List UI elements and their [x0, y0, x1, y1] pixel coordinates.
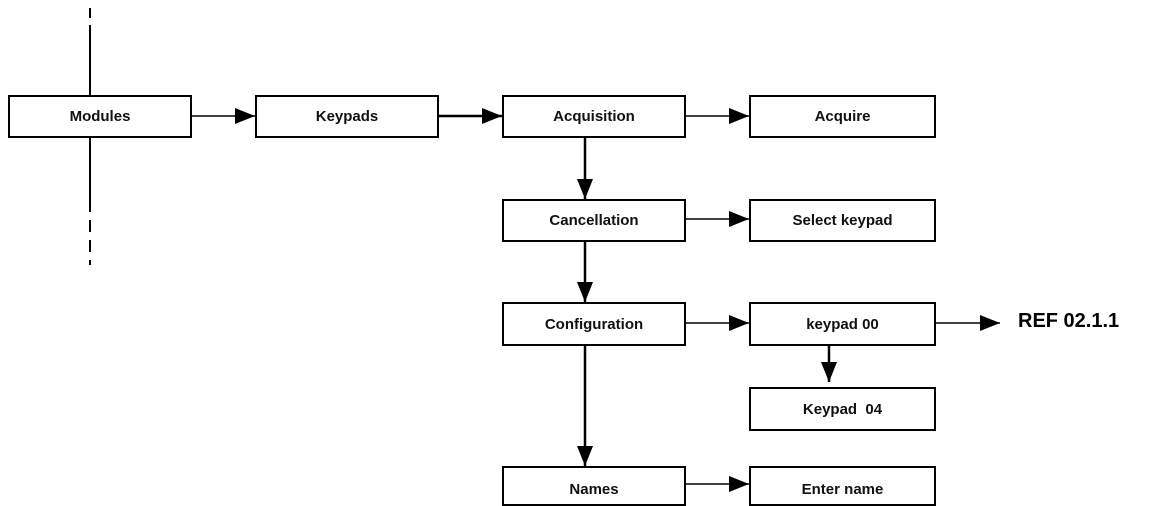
node-acquire: Acquire: [749, 95, 936, 138]
node-cancellation: Cancellation: [502, 199, 686, 242]
reference-label: REF 02.1.1: [1018, 310, 1120, 332]
node-select-keypad: Select keypad: [749, 199, 936, 242]
node-modules: Modules: [8, 95, 192, 138]
node-keypads: Keypads: [255, 95, 439, 138]
node-acquisition: Acquisition: [502, 95, 686, 138]
node-enter-name: Enter name: [749, 466, 936, 506]
node-keypad-04: Keypad 04: [749, 387, 936, 431]
node-keypad-00: keypad 00: [749, 302, 936, 346]
node-configuration: Configuration: [502, 302, 686, 346]
node-names: Names: [502, 466, 686, 506]
